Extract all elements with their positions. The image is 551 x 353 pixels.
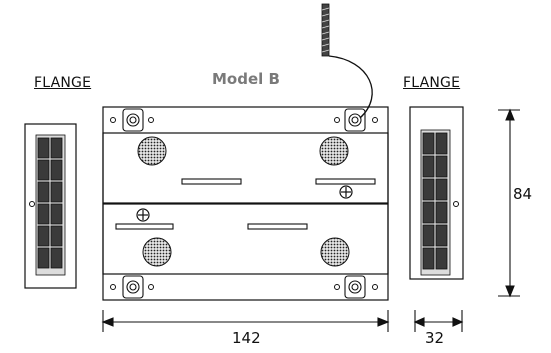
model-title: Model B: [212, 70, 280, 88]
mesh-grille-icon: [320, 237, 350, 267]
speaker-meshes: [137, 136, 350, 267]
screws: [136, 185, 353, 222]
arrow-left-icon: [413, 317, 425, 327]
arrow-right-icon: [452, 317, 464, 327]
arrow-left-icon: [101, 317, 114, 327]
bolt-bottom-right: [344, 275, 366, 299]
connector-right: [420, 129, 451, 276]
connector-left: [35, 134, 66, 276]
bolt-bottom-left: [122, 275, 144, 299]
flange-width-dimension-label: 32: [425, 329, 445, 347]
arrow-right-icon: [377, 317, 390, 327]
dimension-flange-width: [413, 310, 464, 332]
small-holes: [110, 117, 378, 290]
flange-left-label: FLANGE: [34, 75, 92, 91]
dimension-width: [101, 310, 390, 332]
cable-wire: [328, 55, 373, 119]
arrow-down-icon: [505, 285, 515, 298]
bolt-top-right: [344, 108, 366, 132]
width-dimension-label: 142: [232, 329, 261, 347]
slots: [115, 178, 376, 230]
mesh-grille-icon: [319, 136, 349, 166]
main-body: [102, 106, 389, 301]
mesh-grille-icon: [137, 136, 167, 166]
flange-right-label: FLANGE: [403, 75, 461, 91]
threaded-rod-icon: [321, 3, 330, 57]
bolt-top-left: [122, 108, 144, 132]
height-dimension-label: 84: [513, 185, 533, 203]
mesh-grille-icon: [142, 237, 172, 267]
flange-right: [409, 106, 464, 280]
flange-left: [24, 123, 77, 289]
cable: [321, 3, 373, 119]
screw-icon: [136, 208, 150, 222]
corner-bolts: [122, 108, 366, 299]
arrow-up-icon: [505, 108, 515, 121]
screw-icon: [339, 185, 353, 199]
dimension-height: [498, 108, 520, 298]
